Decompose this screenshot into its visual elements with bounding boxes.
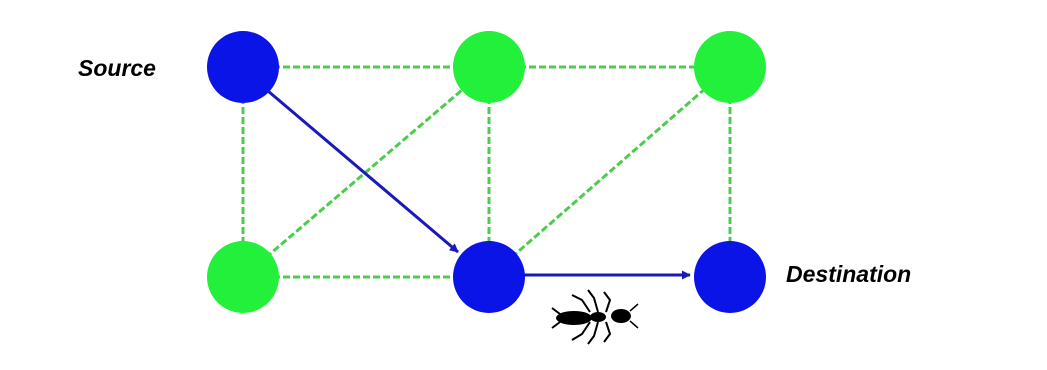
nodes (207, 31, 766, 313)
top-middle-node (453, 31, 525, 103)
edge-bottom-middle-top-right (488, 65, 731, 279)
destination-label: Destination (786, 261, 911, 287)
bottom-middle-node (453, 241, 525, 313)
arrow-source-to-middle (267, 89, 459, 254)
ant-icon (551, 289, 639, 345)
path-arrows (267, 89, 691, 280)
source-label: Source (78, 55, 156, 81)
source-node (207, 31, 279, 103)
edge-bottom-left-top-middle (242, 65, 490, 279)
destination-node (694, 241, 766, 313)
top-right-node (694, 31, 766, 103)
bottom-left-node (207, 241, 279, 313)
